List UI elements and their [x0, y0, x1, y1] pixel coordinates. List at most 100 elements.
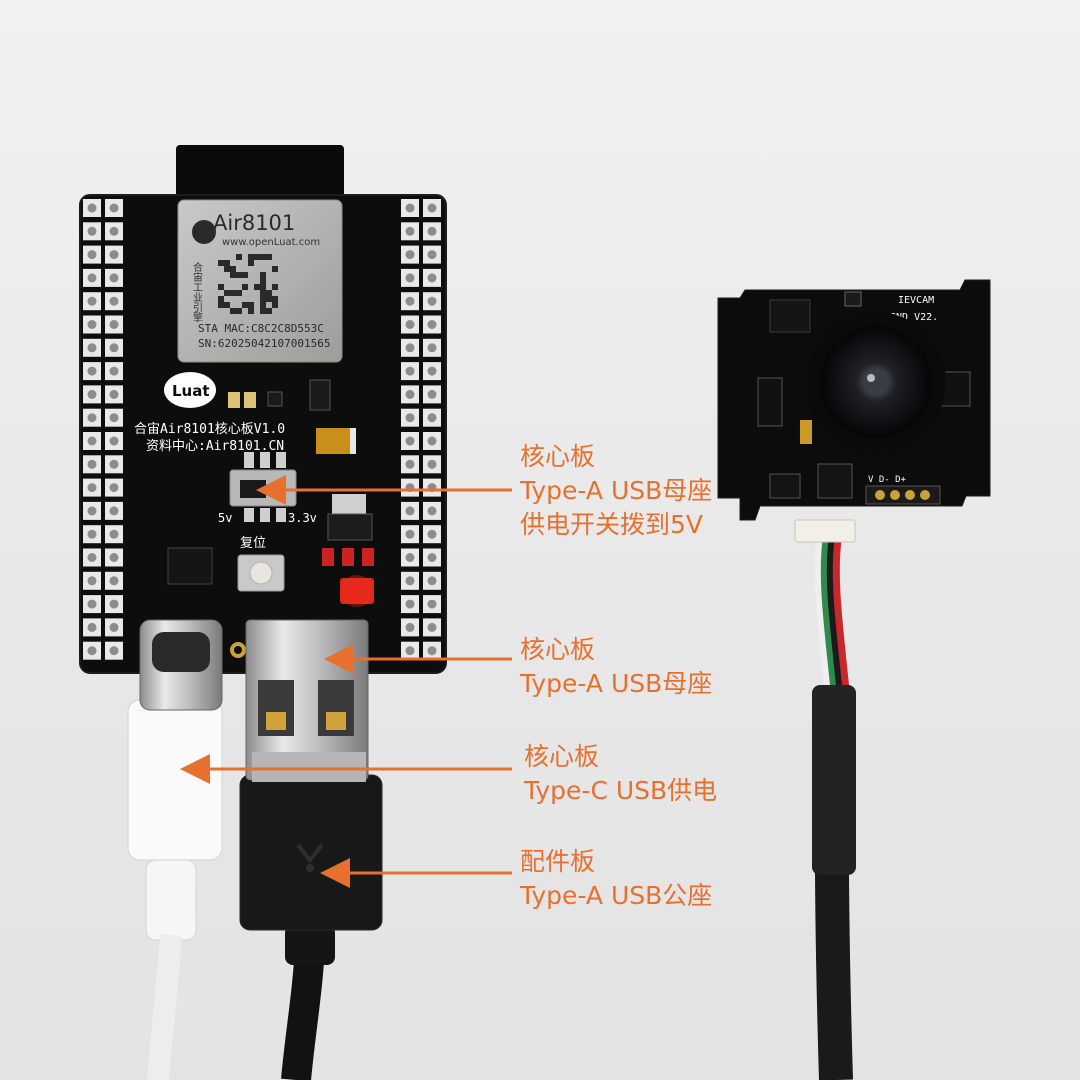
header-pin-hole — [427, 203, 437, 213]
header-pin-hole — [87, 646, 97, 656]
qr-module — [224, 302, 230, 308]
qr-module — [242, 284, 248, 290]
header-pin-hole — [405, 296, 415, 306]
header-pin-hole — [427, 599, 437, 609]
header-pin-hole — [427, 273, 437, 283]
qr-module — [248, 302, 254, 308]
annotation-line: Type-A USB母座 — [520, 669, 713, 698]
header-pin-hole — [87, 226, 97, 236]
module-mac-text: STA MAC:C8C2C8D553C — [198, 322, 324, 335]
header-pin-hole — [427, 366, 437, 376]
module-url-text: www.openLuat.com — [222, 237, 320, 248]
header-pin-hole — [87, 366, 97, 376]
qr-module — [266, 290, 272, 296]
white-typec-cable — [127, 699, 223, 1080]
header-pin-hole — [427, 320, 437, 329]
header-pin-hole — [87, 459, 97, 469]
qr-module — [218, 260, 224, 266]
board-silk-docs: 资料中心:Air8101.CN — [146, 439, 284, 454]
qr-module — [260, 278, 266, 284]
qr-module — [224, 266, 230, 272]
typec-port[interactable] — [139, 619, 223, 711]
qr-module — [236, 290, 242, 296]
header-pin-hole — [427, 506, 437, 516]
header-pin-hole — [109, 226, 119, 236]
qr-module — [230, 308, 236, 314]
header-pin-hole — [87, 529, 97, 539]
qr-module — [260, 290, 266, 296]
header-pin-hole — [109, 576, 119, 586]
qr-module — [272, 302, 278, 308]
header-pin-hole — [109, 599, 119, 609]
annotation-usb-a-plug: 配件板 Type-A USB公座 — [520, 845, 712, 913]
annotation-line: 核心板 — [520, 635, 596, 664]
header-pin-hole — [109, 436, 119, 446]
header-pin-hole — [109, 320, 119, 329]
header-pin-hole — [427, 459, 437, 469]
qr-module — [272, 296, 278, 302]
qr-module — [230, 266, 236, 272]
header-pin-hole — [109, 250, 119, 260]
black-usb-cable — [239, 774, 383, 1080]
qr-module — [272, 266, 278, 272]
header-pin-hole — [87, 296, 97, 306]
camera-silk-rev: GND V22. — [890, 312, 938, 323]
header-pin-hole — [405, 506, 415, 516]
module-sn-text: SN:62025042107001565 — [198, 337, 330, 350]
camera-board: IEVCAM GND V22. V D- D+ — [717, 279, 991, 543]
header-pin-hole — [427, 553, 437, 562]
header-pin-hole — [405, 366, 415, 376]
qr-module — [236, 308, 242, 314]
header-pin-hole — [109, 529, 119, 539]
red-led-icon — [340, 578, 374, 604]
qr-module — [260, 296, 266, 302]
reset-button[interactable] — [237, 554, 285, 592]
header-pin-hole — [87, 320, 97, 329]
header-pin-hole — [109, 646, 119, 656]
header-pin-hole — [87, 413, 97, 423]
header-pin-hole — [109, 553, 119, 562]
header-pin-hole — [405, 436, 415, 446]
annotation-line: Type-C USB供电 — [524, 776, 718, 805]
module-name-text: Air8101 — [213, 211, 295, 235]
qr-module — [254, 284, 260, 290]
header-pin-hole — [427, 226, 437, 236]
annotation-typec: 核心板 Type-C USB供电 — [524, 740, 717, 808]
header-pin-hole — [405, 320, 415, 329]
header-pin-hole — [427, 576, 437, 586]
header-pin-hole — [427, 622, 437, 632]
header-pin-hole — [405, 459, 415, 469]
qr-module — [260, 308, 266, 314]
qr-module — [218, 284, 224, 290]
header-pin-hole — [405, 226, 415, 236]
header-pin-hole — [109, 203, 119, 213]
qr-module — [230, 272, 236, 278]
qr-module — [272, 284, 278, 290]
header-pin-hole — [109, 389, 119, 399]
header-pin-hole — [405, 529, 415, 539]
camera-cable — [812, 539, 856, 1080]
header-pin-hole — [405, 413, 415, 423]
usb-a-receptacle[interactable] — [245, 619, 369, 782]
qr-module — [242, 302, 248, 308]
header-pin-hole — [109, 506, 119, 516]
header-pin-hole — [87, 250, 97, 260]
qr-module — [260, 254, 266, 260]
switch-5v-label: 5v — [218, 511, 232, 525]
qr-code-icon — [218, 254, 278, 314]
header-pin-hole — [427, 296, 437, 306]
header-pin-hole — [87, 273, 97, 283]
annotation-line: 配件板 — [520, 847, 596, 876]
header-pin-hole — [109, 459, 119, 469]
module-logo-icon — [192, 220, 216, 244]
qr-module — [218, 302, 224, 308]
annotation-line: 供电开关拨到5V — [520, 510, 704, 539]
header-pin-hole — [87, 389, 97, 399]
qr-module — [230, 290, 236, 296]
header-pin-hole — [109, 273, 119, 283]
qr-module — [236, 254, 242, 260]
header-pin-hole — [427, 343, 437, 353]
qr-module — [260, 284, 266, 290]
